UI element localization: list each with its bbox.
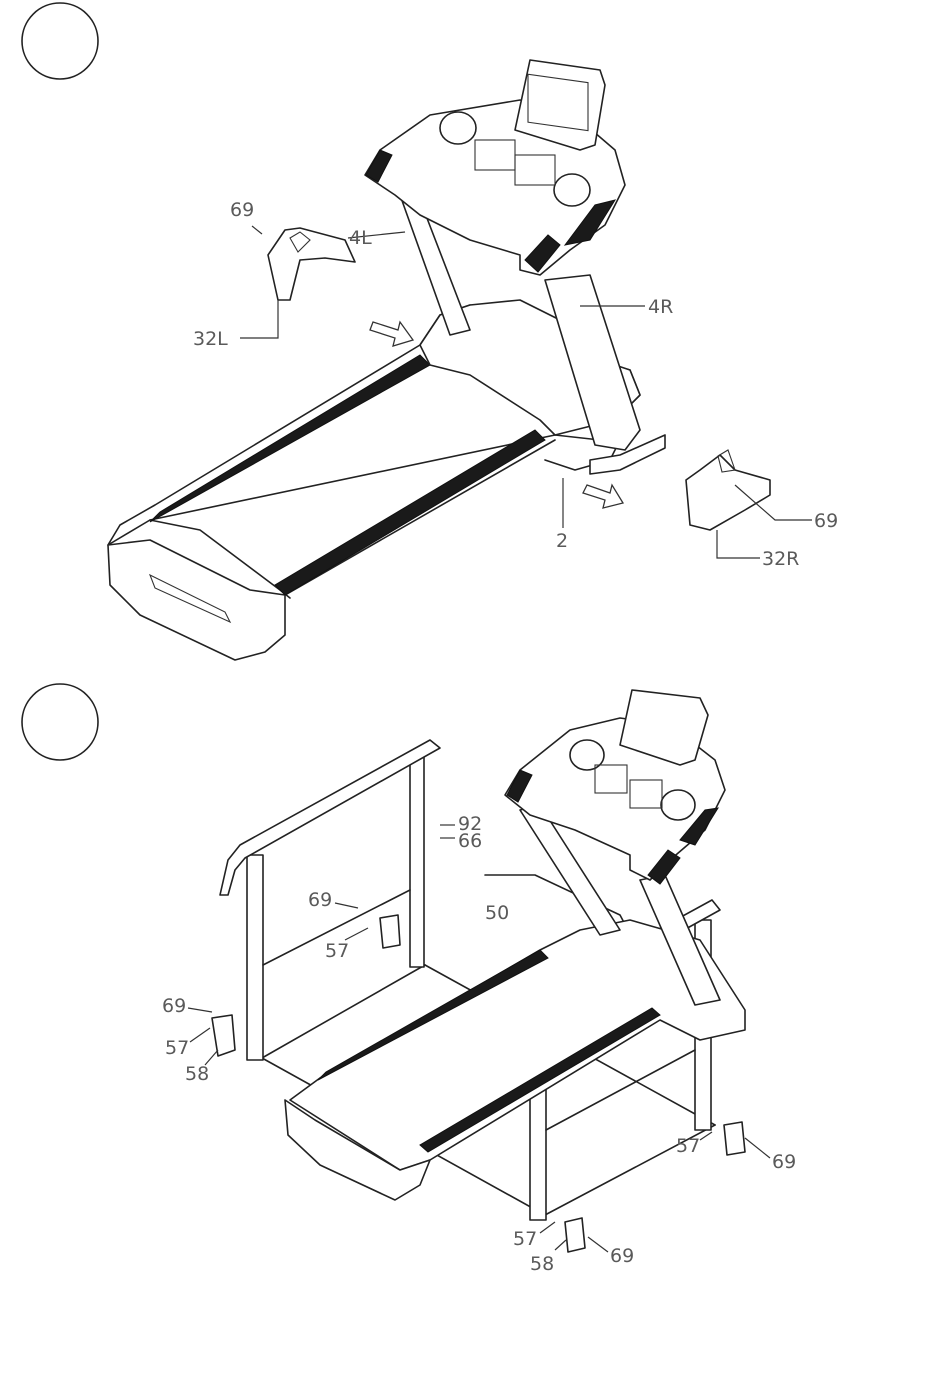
leader-69-bottom [588,1237,608,1252]
leader-58-bottom [555,1240,566,1250]
insert-arrow-left [370,322,413,346]
label-69-right: 69 [814,510,838,532]
post-left-back [410,755,424,967]
cover-32r [686,450,770,530]
cover-58-center [380,915,400,948]
leader-57-center [345,928,368,940]
label-57-left: 57 [165,1037,189,1059]
label-57-right: 57 [676,1135,700,1157]
label-58-left: 58 [185,1063,209,1085]
step-1-circle [22,3,98,79]
label-4r: 4R [648,296,673,318]
step-1-group: 69 4L 4R 32L 2 69 32R [22,3,838,660]
label-69-left: 69 [162,995,186,1017]
leader-57-left [190,1028,210,1042]
label-50: 50 [485,902,509,924]
step-2-circle [22,684,98,760]
insert-arrow-right [583,485,623,508]
label-57-bottom: 57 [513,1228,537,1250]
leader-69-left [188,1008,212,1012]
treadmill-2 [285,690,745,1200]
cover-58-right [724,1122,745,1155]
label-69-center: 69 [308,889,332,911]
leader-32r [717,530,760,558]
cover-58-left [212,1015,235,1056]
leader-69-right-2 [745,1138,770,1158]
label-32l: 32L [193,328,228,350]
label-57-center: 57 [325,940,349,962]
step-2-group: 92 66 69 50 57 69 57 58 57 69 57 58 69 [22,684,796,1275]
treadmill-1 [108,60,665,660]
leader-69-center [335,903,358,908]
label-4l: 4L [349,227,372,249]
front-end-cap [108,540,285,660]
label-2: 2 [556,530,568,552]
leader-32l [240,300,278,338]
cover-58-bottom [565,1218,585,1252]
post-left-front [247,855,263,1060]
label-58-bottom: 58 [530,1253,554,1275]
label-66: 66 [458,830,482,852]
leader-57-right [700,1132,712,1140]
cover-32r-shape [686,455,770,530]
leader-57-bottom [540,1222,555,1233]
label-32r: 32R [762,548,799,570]
label-69-top: 69 [230,199,254,221]
cover-32l [268,228,355,300]
cover-32l-shape [268,228,355,300]
leader-69-top [252,226,262,234]
label-69-bottom: 69 [610,1245,634,1267]
label-69-right-2: 69 [772,1151,796,1173]
